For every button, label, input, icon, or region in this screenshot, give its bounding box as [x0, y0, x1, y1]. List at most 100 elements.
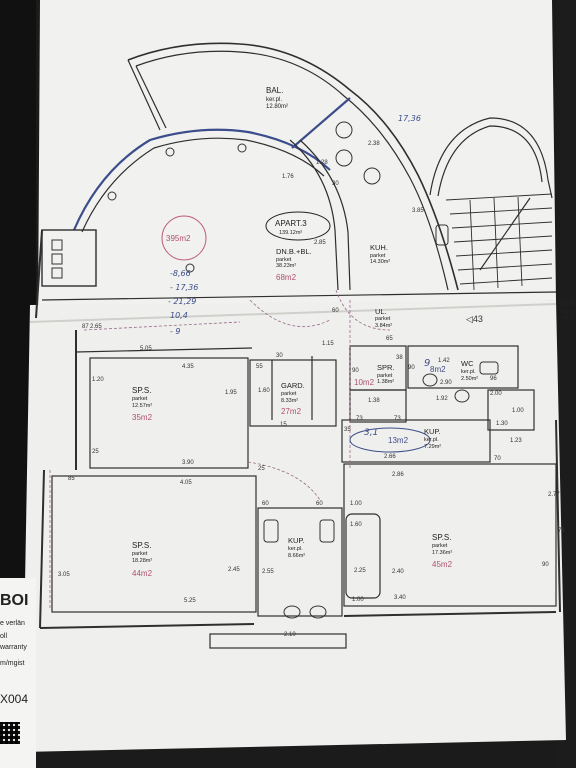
wardrobe-walls [249, 359, 337, 427]
living-name: DN.B.+BL. [276, 247, 312, 256]
paper-fold [29, 303, 557, 323]
card-line: warranty [0, 644, 27, 651]
dim-label: 2.25 [354, 568, 366, 574]
dim-label: 60 [332, 308, 339, 314]
dim-label: 60 [262, 501, 269, 507]
dim-label: 73 [394, 416, 401, 422]
dim-label: 25 [92, 449, 99, 455]
bath-fixtures [263, 224, 499, 619]
dim-label: 85 [68, 476, 75, 482]
wardrobe-name: GARD. [281, 381, 305, 390]
dim-label: 87 [82, 324, 89, 330]
bath1-hand-area: 13m2 [388, 436, 409, 445]
dim-label: 3.90 [182, 460, 194, 466]
kitchen-floor: parket [370, 253, 386, 259]
brochure-card: BOI e verlän oll warranty m/mgist X004 [0, 578, 36, 768]
wc-walls [407, 345, 519, 389]
apart-oval [265, 211, 331, 241]
balcony-outer-arc [127, 42, 459, 291]
right-wall [555, 419, 561, 613]
dim-label: 2.45 [228, 567, 240, 573]
dim-label: 2.77 [548, 492, 560, 498]
bedroom1-walls [89, 357, 249, 469]
wc-hand-area: 8m2 [430, 365, 446, 374]
dim-label: 90 [352, 368, 359, 374]
apartment-name: APART.3 [275, 219, 307, 228]
bath1-area: 7.29m² [424, 444, 441, 450]
dim-label: 1.00 [350, 501, 362, 507]
bedroom3-floor: parket [432, 543, 448, 549]
balcony-floor: ker.pl. [266, 97, 282, 103]
dim-label: 30 [276, 353, 283, 359]
dim-label: 76 [558, 528, 565, 534]
dim-label: 1.23 [510, 438, 522, 444]
kitchen-curve-2 [299, 139, 351, 291]
bedroom3-hand-area: 45m2 [432, 560, 453, 569]
walls [35, 42, 561, 649]
card-code: X004 [0, 692, 29, 706]
bedroom1-area: 12.57m² [132, 403, 152, 409]
dim-label: 55 [256, 364, 263, 370]
dim-label: 1.20 [92, 377, 104, 383]
kitchen-name: KUH. [370, 243, 388, 252]
stair-round-shaft [429, 117, 553, 199]
bedroom1-hand-area: 35m2 [132, 413, 153, 422]
living-area: 38.23m² [276, 263, 296, 269]
dim-label: 25 [258, 466, 265, 472]
entrance-floor: parket [375, 316, 391, 322]
big-area-circle [161, 215, 207, 261]
note-stack-4: 10,4 [170, 311, 188, 320]
stair-name: STE [560, 299, 576, 308]
bedroom2-hand-area: 44m2 [132, 569, 153, 578]
dim-label: 1.42 [438, 358, 450, 364]
kitchen-area: 14.30m² [370, 259, 390, 265]
bedroom3-area: 17.36m² [432, 550, 452, 556]
dim-label: 1.95 [225, 390, 237, 396]
stair-steps [445, 193, 553, 291]
stair-round-shaft-inner [437, 125, 543, 197]
storage-floor: parket [377, 373, 393, 379]
upper-floor-line [41, 291, 557, 301]
dim-label: 96 [490, 376, 497, 382]
dim-label: 5.25 [184, 598, 196, 604]
note-17-36: 17,36 [398, 114, 421, 123]
balcony-name: BAL. [266, 86, 283, 95]
dim-label: 1.76 [282, 174, 294, 180]
note-stack-5: - 9 [170, 327, 181, 336]
living-hand-area: 68m2 [276, 273, 297, 282]
stair-floor: kam.p [560, 309, 575, 315]
left-column-tiles [51, 239, 63, 279]
bedroom1-name: SP.S. [132, 386, 151, 395]
balcony-area: 12.80m² [266, 104, 288, 110]
corridor-top [75, 347, 253, 353]
ceiling-lights [107, 121, 381, 273]
qr-code-icon [0, 722, 20, 744]
bath1-walls [341, 419, 491, 463]
dim-label: 35 [344, 427, 351, 433]
paper-sheet-bottom [22, 300, 566, 752]
bath2-walls [257, 507, 343, 617]
dim-label: 60 [316, 501, 323, 507]
bedroom1-floor: parket [132, 396, 148, 402]
bedroom3-name: SP.S. [432, 533, 451, 542]
card-line: e verlän [0, 620, 25, 627]
main-facade-arc-inner [81, 137, 325, 233]
dim-label: 2.85 [314, 240, 326, 246]
dim-label: 3.85 [412, 208, 424, 214]
dim-label: 2.00 [490, 391, 502, 397]
main-facade-arc [72, 128, 331, 231]
wardrobe-hand-area: 27m2 [281, 407, 302, 416]
bath2-area: 8.66m² [288, 553, 305, 559]
dim-label: 2.40 [392, 569, 404, 575]
card-line: m/mgist [0, 660, 25, 667]
wardrobe-area: 8.33m² [281, 398, 298, 404]
balcony-inner-arc [135, 50, 449, 291]
bottom-wall [39, 623, 255, 629]
wc-area: 2.50m² [461, 376, 478, 382]
dim-label: 1.30 [496, 421, 508, 427]
dim-label: 1.38 [368, 398, 380, 404]
dim-label: 3.05 [58, 572, 70, 578]
dim-label: 2.66 [384, 454, 396, 460]
